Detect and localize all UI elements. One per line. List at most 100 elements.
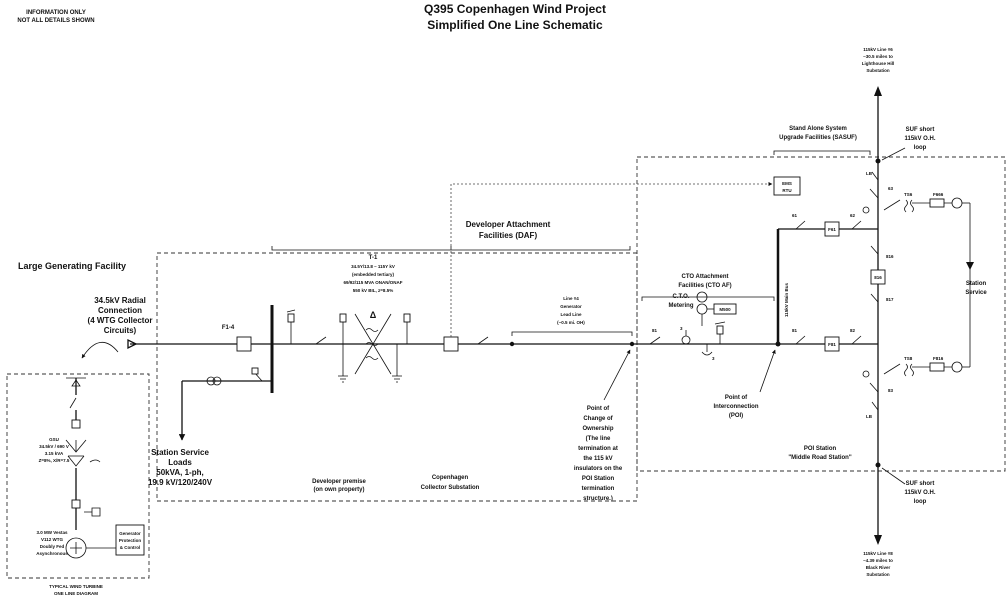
ems-rtu-link [450,182,773,250]
svg-text:81: 81 [652,328,658,333]
switch-83 [869,382,879,393]
svg-text:(4 WTG Collector: (4 WTG Collector [88,316,153,325]
svg-text:LB: LB [866,171,873,176]
switch-81 [795,335,806,345]
svg-text:Line #4: Line #4 [563,296,579,301]
svg-text:34.5kV / 690 V: 34.5kV / 690 V [39,444,69,449]
svg-text:34.5Y/13.8 – 115Y kV: 34.5Y/13.8 – 115Y kV [351,264,395,269]
svg-text:115kV Line #8: 115kV Line #8 [863,551,893,556]
daf-label-line2: Facilities (DAF) [479,231,538,240]
svg-text:F816: F816 [933,356,944,361]
svg-text:Interconnection: Interconnection [713,404,758,410]
svg-text:M500: M500 [719,307,731,312]
top-potential-transformer [862,197,963,214]
svg-text:Metering: Metering [668,303,693,309]
cto-metering-ct-pt [681,321,726,356]
svg-text:Station: Station [966,281,987,287]
svg-text:EMS: EMS [782,181,792,186]
ems-rtu-box [773,176,801,196]
svg-text:115kV O.H.: 115kV O.H. [904,136,935,142]
disconnect-switch-2 [477,336,489,345]
svg-text:Loads: Loads [168,458,192,467]
lb-switch-top [871,171,879,181]
cto-af-label-line1: CTO Attachment [681,274,728,280]
svg-text:81: 81 [792,328,798,333]
svg-text:816: 816 [874,275,882,280]
svg-text:550 kV BIL, z=8.5%: 550 kV BIL, z=8.5% [353,288,393,293]
poi-station-boundary [636,156,1006,472]
svg-text:TS6: TS6 [904,192,913,197]
svg-text:Generator: Generator [119,531,141,536]
svg-text:loop: loop [914,145,927,151]
svg-text:~4.39 miles to: ~4.39 miles to [863,558,893,563]
svg-text:Station Service: Station Service [151,448,209,457]
svg-text:816: 816 [886,254,894,259]
svg-text:POI Station: POI Station [582,476,615,482]
svg-text:Connection: Connection [98,306,142,315]
svg-text:3: 3 [680,326,683,331]
svg-text:Asynchronous: Asynchronous [36,551,68,556]
switch-82 [851,335,862,345]
large-generating-facility-label: Large Generating Facility [18,261,126,271]
svg-text:& Control: & Control [120,545,141,550]
breaker-r816 [870,269,886,285]
cto-af-bracket [641,296,775,301]
disconnect-switch-81-cto [649,336,661,345]
breaker-f1-4 [236,336,252,352]
svg-text:SUF short: SUF short [906,481,935,487]
diagram-title-line2: Simplified One Line Schematic [427,18,603,32]
daf-boundary [156,252,638,502]
bottom-potential-transformer [862,361,963,378]
svg-text:Ownership: Ownership [582,426,613,432]
breaker-f81 [824,336,840,352]
breaker-115kv-collector [443,336,459,352]
cto-af-label-line2: Facilities (CTO AF) [678,283,731,289]
svg-text:Generator: Generator [560,304,582,309]
svg-text:115kV Main Bus: 115kV Main Bus [784,283,789,318]
station-service-transformer [206,367,263,386]
svg-text:ONE LINE DIAGRAM: ONE LINE DIAGRAM [54,591,98,596]
info-note-line2: NOT ALL DETAILS SHOWN [17,18,94,24]
header: INFORMATION ONLY NOT ALL DETAILS SHOWN Q… [17,2,606,32]
svg-text:Change of: Change of [583,416,613,422]
switch-816 [870,245,879,255]
svg-text:Point of: Point of [725,395,748,401]
svg-text:Collector Substation: Collector Substation [421,485,480,491]
svg-text:Δ: Δ [370,310,377,320]
svg-text:Black River: Black River [866,565,891,570]
typical-wtg-diagram [65,377,145,559]
svg-text:F1-4: F1-4 [222,325,235,331]
daf-label-line1: Developer Attachment [466,220,551,229]
svg-text:"Middle Road Station": "Middle Road Station" [788,455,852,461]
switch-817 [870,293,879,303]
svg-text:34.5kV Radial: 34.5kV Radial [94,296,146,305]
info-note-line1: INFORMATION ONLY [26,10,86,16]
svg-text:Protection: Protection [119,538,142,543]
radial-arrow [81,342,119,359]
svg-text:Lighthouse Hill: Lighthouse Hill [862,61,895,66]
svg-text:F666: F666 [933,192,944,197]
svg-text:(~0.5 mi. OH): (~0.5 mi. OH) [557,320,585,325]
svg-text:3: 3 [712,356,715,361]
svg-text:POI Station: POI Station [804,446,837,452]
lb-switch-bottom [871,401,879,411]
svg-text:817: 817 [886,297,894,302]
svg-text:SUF short: SUF short [906,127,935,133]
svg-text:termination: termination [582,486,615,492]
svg-text:TYPICAL WIND TURBINE: TYPICAL WIND TURBINE [49,584,103,589]
svg-text:Service: Service [965,290,987,296]
svg-text:Substation: Substation [866,572,890,577]
svg-text:~30.5 miles to: ~30.5 miles to [863,54,893,59]
svg-text:F61: F61 [828,227,836,232]
svg-text:19.9 kV/120/240V: 19.9 kV/120/240V [148,478,213,487]
svg-text:TS8: TS8 [904,356,913,361]
svg-text:LB: LB [866,414,873,419]
svg-text:Doubly Fed: Doubly Fed [40,544,65,549]
svg-text:T-1: T-1 [369,255,378,261]
svg-text:82: 82 [850,328,856,333]
svg-text:63: 63 [888,186,894,191]
svg-text:69/92/115 MVA ONAN/ONAF: 69/92/115 MVA ONAN/ONAF [343,280,402,285]
sasuf-label-line2: Upgrade Facilities (SASUF) [779,135,857,141]
svg-text:3.0 MW Vestas: 3.0 MW Vestas [36,530,68,535]
typical-wtg-boundary [6,373,150,579]
